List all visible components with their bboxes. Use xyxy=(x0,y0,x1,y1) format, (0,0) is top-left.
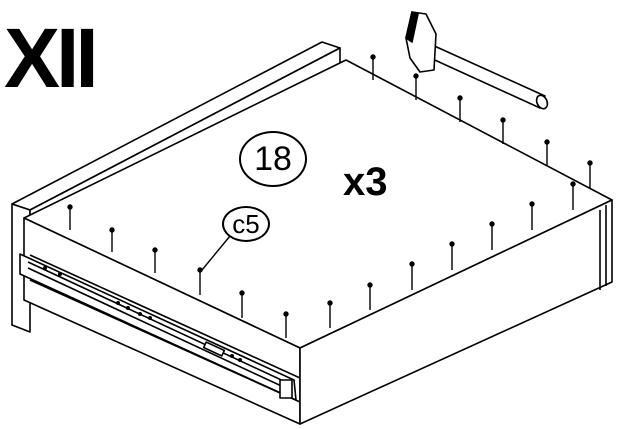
nail-icon xyxy=(67,54,593,338)
step-number: XII xyxy=(4,11,99,105)
bottom-panel-side-right xyxy=(299,199,613,425)
part-number-callout: 18 xyxy=(239,131,307,187)
hardware-code-callout: c5 xyxy=(222,206,270,242)
hammer-icon xyxy=(405,11,549,110)
callout-leader xyxy=(201,235,231,271)
quantity-multiplier: x3 xyxy=(343,160,388,204)
